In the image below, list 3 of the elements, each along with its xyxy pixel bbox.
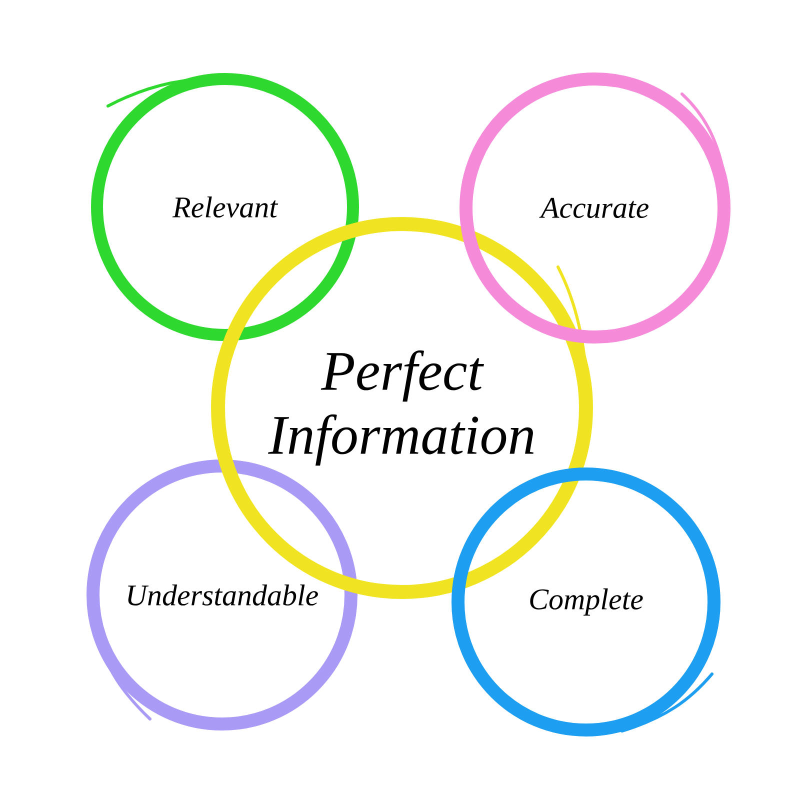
circle-node: Accurate (460, 72, 730, 344)
circle-node: Relevant (91, 73, 359, 341)
circle-node: Complete (452, 468, 720, 736)
